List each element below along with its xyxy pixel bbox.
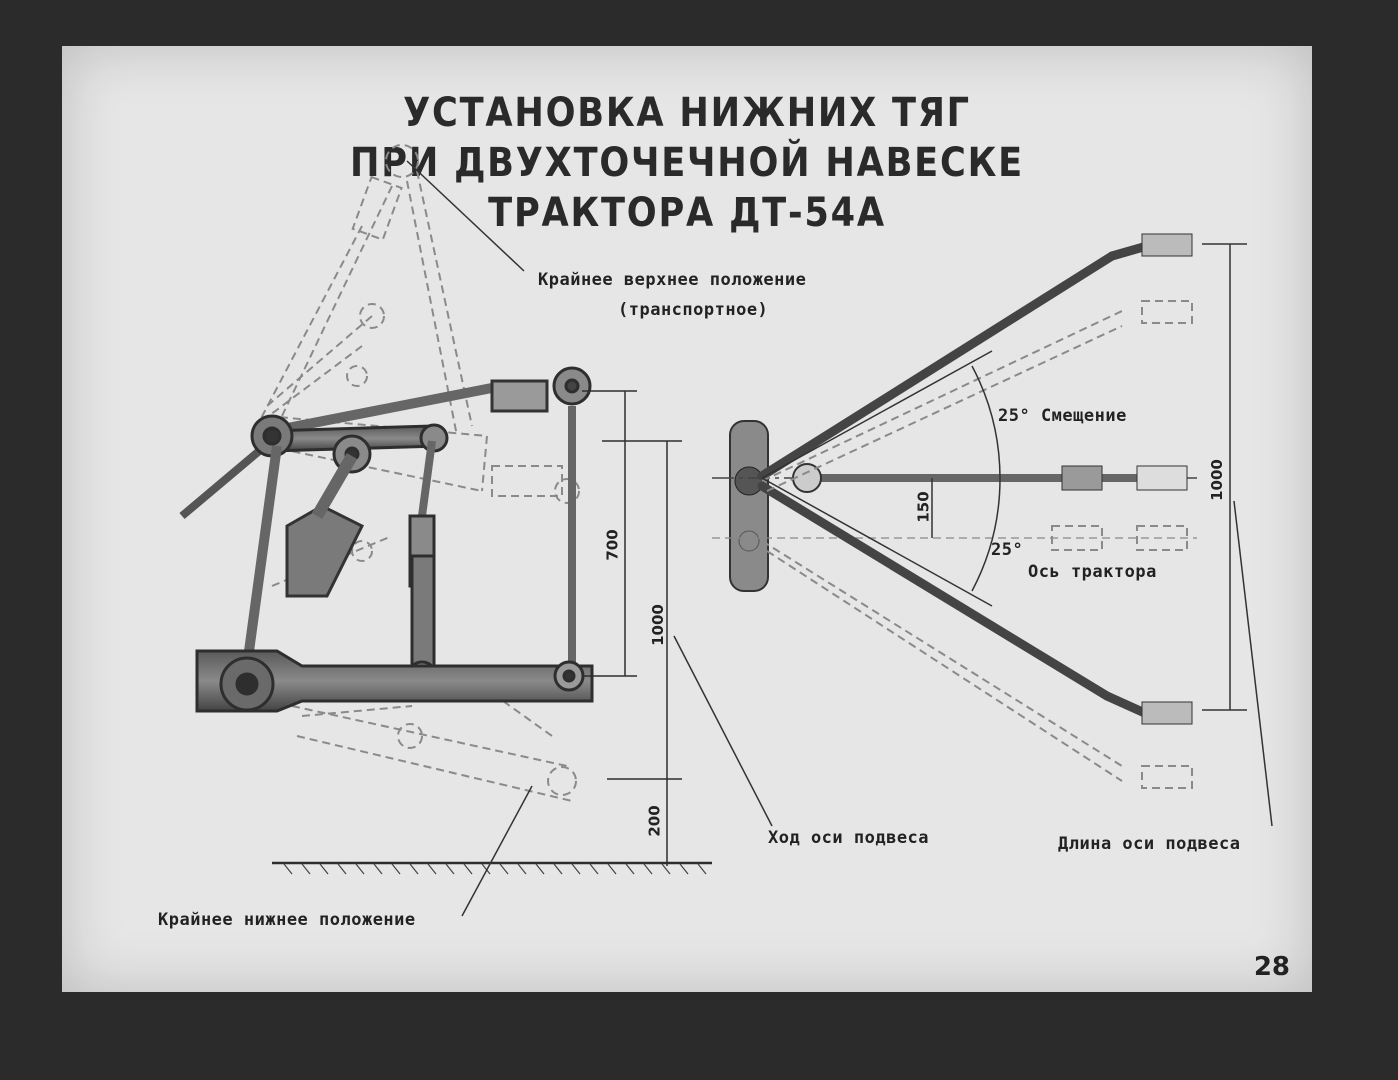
dim-1000-right: 1000: [1207, 459, 1226, 501]
plan-view: [712, 233, 1273, 827]
dim-700: 700: [603, 529, 622, 561]
axle-travel-label: Ход оси подвеса: [768, 828, 930, 848]
plan-links-solid: [757, 241, 1152, 719]
lower-position-label: Крайнее нижнее положение: [158, 910, 416, 930]
diagram-slide: УСТАНОВКА НИЖНИХ ТЯГ ПРИ ДВУХТОЧЕЧНОЙ НА…: [62, 46, 1312, 992]
lower-ghost-linkage: [291, 685, 577, 802]
side-view: [179, 144, 773, 917]
center-end-fitting: [1136, 465, 1188, 491]
title-line-1: УСТАНОВКА НИЖНИХ ТЯГ: [403, 90, 971, 136]
page-number: 28: [1253, 952, 1290, 982]
lower-end-fitting: [1141, 701, 1193, 725]
side-dimension-lines: [272, 390, 712, 866]
center-coupler: [1061, 465, 1103, 491]
transport-position-label: (транспортное): [618, 300, 769, 320]
solid-linkage: [179, 366, 594, 713]
upper-end-fitting: [1141, 233, 1193, 257]
side-leader-lines: [406, 160, 773, 917]
title-line-2: ПРИ ДВУХТОЧЕЧНОЙ НАВЕСКЕ: [350, 140, 1024, 186]
upper-ghost-linkage: [256, 144, 580, 587]
ground-hatching: [283, 863, 707, 875]
dim-150: 150: [914, 491, 933, 523]
offset-angle-lower-label: 25°: [991, 540, 1024, 560]
linkage-drawing: [179, 144, 1273, 917]
dim-1000-left: 1000: [648, 604, 667, 646]
diagram-title: УСТАНОВКА НИЖНИХ ТЯГ ПРИ ДВУХТОЧЕЧНОЙ НА…: [62, 88, 1312, 238]
dim-1000-right-lines: [1202, 243, 1273, 827]
offset-angle-arcs: [761, 350, 1001, 607]
offset-label: 25° Смещение: [998, 406, 1127, 426]
axle-length-label: Длина оси подвеса: [1058, 834, 1241, 854]
tractor-axis-label: Ось трактора: [1028, 562, 1157, 582]
dim-200: 200: [645, 805, 664, 837]
axle: [729, 420, 769, 592]
upper-position-label: Крайнее верхнее положение: [538, 270, 807, 290]
plan-links-ghost: [761, 300, 1193, 789]
title-line-3: ТРАКТОРА ДТ-54А: [488, 190, 886, 236]
